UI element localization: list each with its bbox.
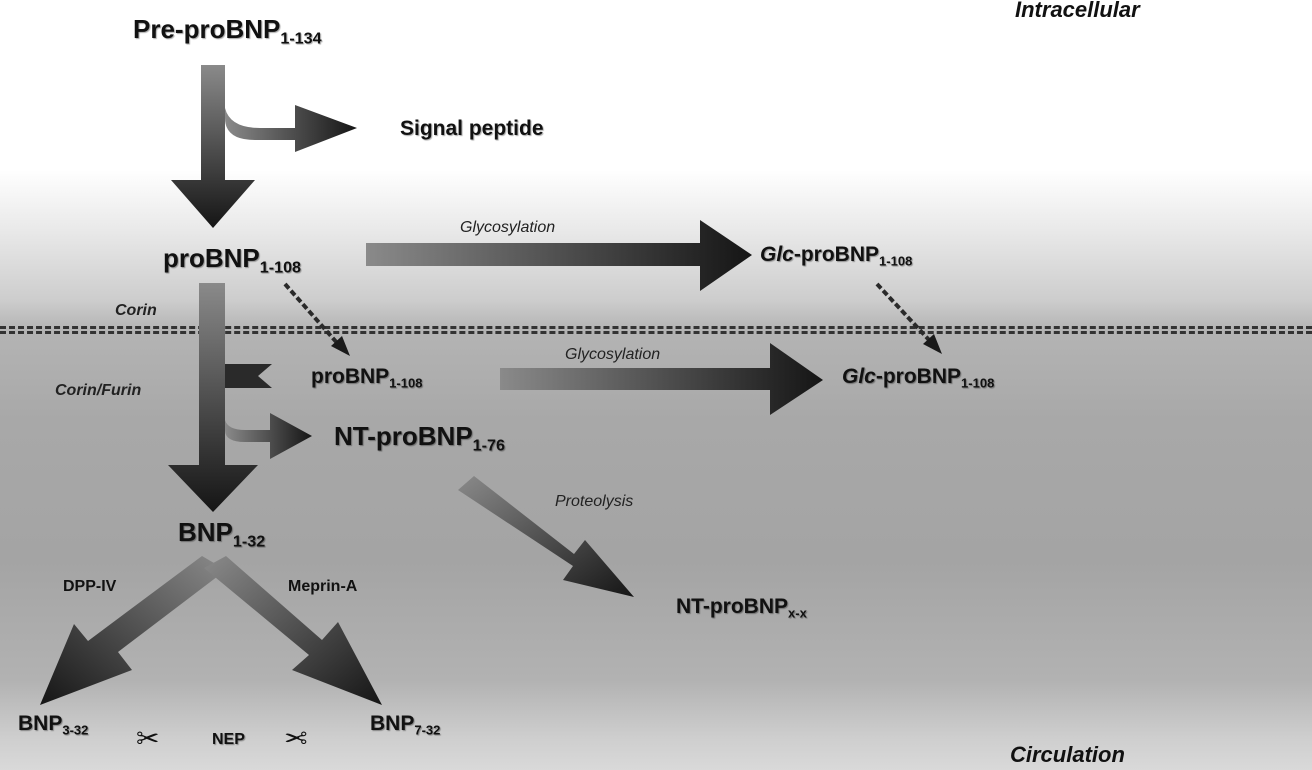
node-nt-probnp-xx: NT-proBNPx-x [676, 595, 807, 621]
label-dpp-iv: DPP-IV [63, 578, 117, 595]
label-glycosylation-circ: Glycosylation [565, 346, 661, 363]
node-nep: NEP [212, 731, 245, 748]
label-proteolysis: Proteolysis [555, 493, 634, 510]
label-meprin-a: Meprin-A [288, 578, 358, 595]
node-signal-peptide: Signal peptide [400, 117, 544, 140]
node-probnp-circ: proBNP1-108 [311, 365, 423, 391]
arrow-dpp-iv [40, 556, 226, 705]
arrow-meprin-a [204, 556, 382, 705]
arrow-glycosylation-circ [500, 343, 823, 415]
arrow-pre-to-probnp [171, 65, 255, 228]
arrow-glycosylation-intra [366, 220, 752, 291]
arrow-notch-probnp [225, 364, 272, 388]
scissors-icon: ✂ [136, 723, 160, 754]
node-pre-probnp: Pre-proBNP1-134 [133, 14, 322, 48]
node-glc-probnp-intra: Glc-proBNP1-108 [760, 243, 913, 269]
membrane-line-bottom [0, 331, 1312, 334]
label-corin: Corin [115, 302, 157, 319]
membrane-line-top [0, 326, 1312, 329]
node-bnp-3-32: BNP3-32 [18, 712, 89, 738]
node-nt-probnp: NT-proBNP1-76 [334, 421, 505, 455]
arrow-nt-probnp [225, 413, 312, 459]
label-glycosylation-intra: Glycosylation [460, 219, 556, 236]
arrow-proteolysis [458, 476, 634, 597]
arrow-probnp-to-bnp [168, 283, 258, 512]
node-glc-probnp-circ: Glc-proBNP1-108 [842, 365, 995, 391]
region-intracellular: Intracellular [1015, 0, 1140, 22]
arrow-secretion-glc [875, 282, 932, 343]
arrow-signal-peptide [225, 105, 357, 152]
arrow-secretion-probnp [283, 282, 340, 346]
node-bnp-7-32: BNP7-32 [370, 712, 441, 738]
node-bnp-1-32: BNP1-32 [178, 517, 266, 551]
region-circulation: Circulation [1010, 742, 1125, 767]
scissors-icon: ✂ [284, 723, 308, 754]
label-corin-furin: Corin/Furin [55, 382, 142, 399]
node-probnp-intra: proBNP1-108 [163, 243, 301, 277]
